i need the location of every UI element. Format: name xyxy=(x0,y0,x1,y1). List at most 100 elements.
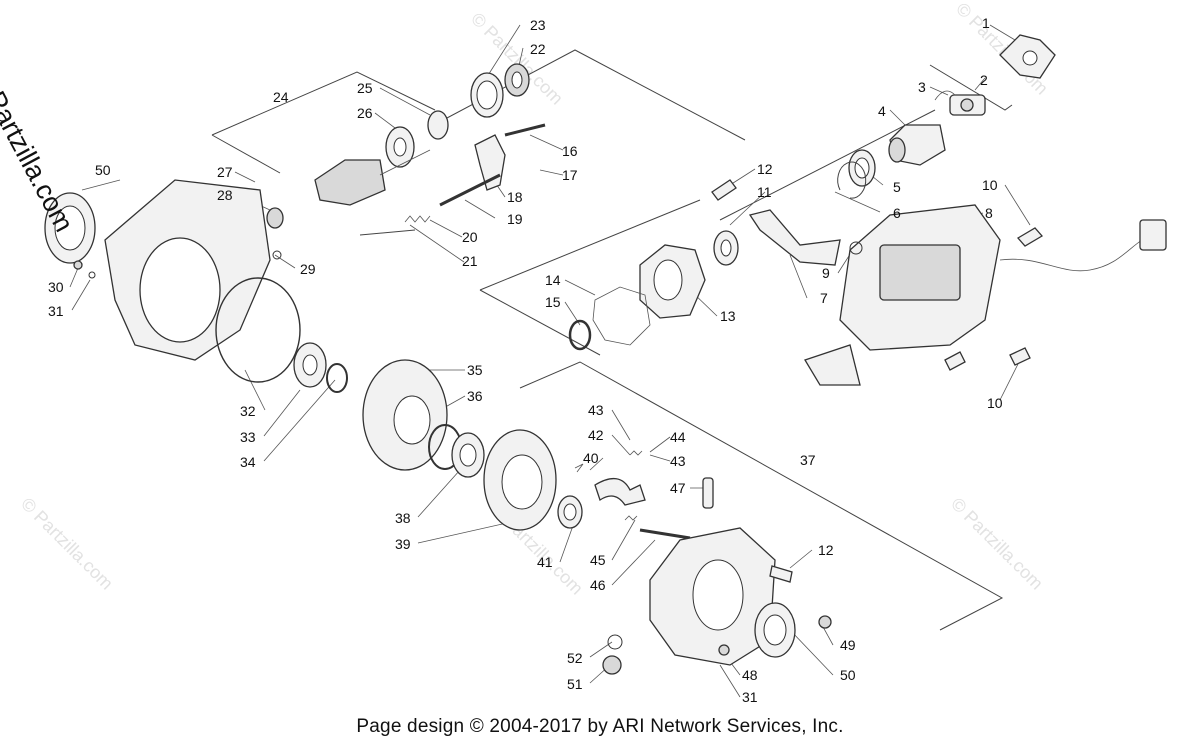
part-33-bearing xyxy=(293,342,327,388)
callout-39: 39 xyxy=(395,536,411,552)
part-16-pin xyxy=(504,123,546,137)
callout-14: 14 xyxy=(545,272,561,288)
callout-32: 32 xyxy=(240,403,256,419)
part-35-ring-gear xyxy=(362,359,448,471)
callout-5: 5 xyxy=(893,179,901,195)
callout-10-upper: 10 xyxy=(982,177,998,193)
callout-8: 8 xyxy=(985,205,993,221)
callout-52: 52 xyxy=(567,650,583,666)
leader-lines xyxy=(69,24,1031,698)
watermark-text: © Partzilla.com xyxy=(17,494,117,594)
callout-40: 40 xyxy=(583,450,599,466)
callout-48: 48 xyxy=(742,667,758,683)
callout-51: 51 xyxy=(567,676,583,692)
part-39-collar xyxy=(483,429,557,531)
callout-46: 46 xyxy=(590,577,606,593)
callout-31-right: 31 xyxy=(742,689,758,705)
callout-16: 16 xyxy=(562,143,578,159)
callout-30: 30 xyxy=(48,279,64,295)
callout-6: 6 xyxy=(893,205,901,221)
part-48-washer xyxy=(718,644,730,656)
part-8-actuator xyxy=(804,204,1167,386)
callout-27: 27 xyxy=(217,164,233,180)
part-18-shift-fork xyxy=(474,134,506,191)
part-10-bolts xyxy=(944,227,1044,371)
part-50-seal-right xyxy=(754,602,796,658)
part-6-circlip xyxy=(837,161,867,199)
part-12-bolt-lower xyxy=(769,565,793,583)
callout-11: 11 xyxy=(757,184,772,200)
part-49-plug xyxy=(818,615,832,629)
callout-17: 17 xyxy=(562,167,578,183)
part-27-main-housing xyxy=(104,179,271,361)
part-2-u-joint xyxy=(934,90,986,116)
callout-15: 15 xyxy=(545,294,561,310)
callout-1: 1 xyxy=(982,15,990,31)
part-23-race xyxy=(470,72,504,118)
callout-49: 49 xyxy=(840,637,856,653)
part-20-spring xyxy=(404,215,431,223)
callout-38: 38 xyxy=(395,510,411,526)
part-47-breather xyxy=(702,477,714,509)
callout-44: 44 xyxy=(670,429,686,445)
callout-9: 9 xyxy=(822,265,830,281)
part-50-seal-left xyxy=(44,192,96,264)
part-25-bearing xyxy=(427,110,449,140)
callout-25: 25 xyxy=(357,80,373,96)
part-7-bracket xyxy=(748,209,841,266)
callout-28: 28 xyxy=(217,187,233,203)
part-19-rod xyxy=(439,173,501,207)
part-12-bolt-upper xyxy=(711,179,737,201)
callout-35: 35 xyxy=(467,362,483,378)
part-40-clip xyxy=(574,463,584,473)
callout-7: 7 xyxy=(820,290,828,306)
part-51-plug xyxy=(602,655,622,675)
callout-13: 13 xyxy=(720,308,736,324)
part-29-washer xyxy=(272,250,282,260)
part-37-cover xyxy=(649,527,776,666)
part-26-bearing xyxy=(385,126,415,168)
part-44-spring xyxy=(629,450,643,456)
callout-43-upper: 43 xyxy=(588,402,604,418)
part-32-o-ring xyxy=(215,277,301,383)
pinion-gear xyxy=(314,149,431,206)
part-4-coupler xyxy=(888,124,946,166)
part-34-shim xyxy=(326,363,348,393)
callout-2: 2 xyxy=(980,72,988,88)
callout-23: 23 xyxy=(530,17,546,33)
part-46-shaft xyxy=(639,528,691,540)
part-38-bearing xyxy=(451,432,485,478)
part-45-spring xyxy=(624,515,638,521)
callout-12-lower: 12 xyxy=(818,542,834,558)
callout-12-upper: 12 xyxy=(757,161,773,177)
callout-37: 37 xyxy=(800,452,816,468)
callout-3: 3 xyxy=(918,79,926,95)
callout-50-right: 50 xyxy=(840,667,856,683)
part-11-bearing xyxy=(713,230,739,266)
callout-43-lower: 43 xyxy=(670,453,686,469)
callout-24: 24 xyxy=(273,89,289,105)
callout-20: 20 xyxy=(462,229,478,245)
callout-26: 26 xyxy=(357,105,373,121)
part-31-washer-left xyxy=(88,271,96,279)
part-1-yoke xyxy=(999,34,1056,79)
part-13-housing xyxy=(639,244,706,319)
part-15-snap-ring xyxy=(568,319,592,351)
callout-45: 45 xyxy=(590,552,606,568)
callout-10-lower: 10 xyxy=(987,395,1003,411)
callout-21: 21 xyxy=(462,253,478,269)
part-14-gasket xyxy=(592,286,651,346)
part-28-bushing xyxy=(266,207,284,229)
callout-29: 29 xyxy=(300,261,316,277)
callout-36: 36 xyxy=(467,388,483,404)
callout-18: 18 xyxy=(507,189,523,205)
callout-42: 42 xyxy=(588,427,604,443)
part-52-o-ring xyxy=(607,634,623,650)
callout-33: 33 xyxy=(240,429,256,445)
part-22-bearing xyxy=(504,63,530,97)
callout-50-left: 50 xyxy=(95,162,111,178)
part-9-o-ring xyxy=(849,241,863,255)
part-42-fork xyxy=(594,478,646,506)
